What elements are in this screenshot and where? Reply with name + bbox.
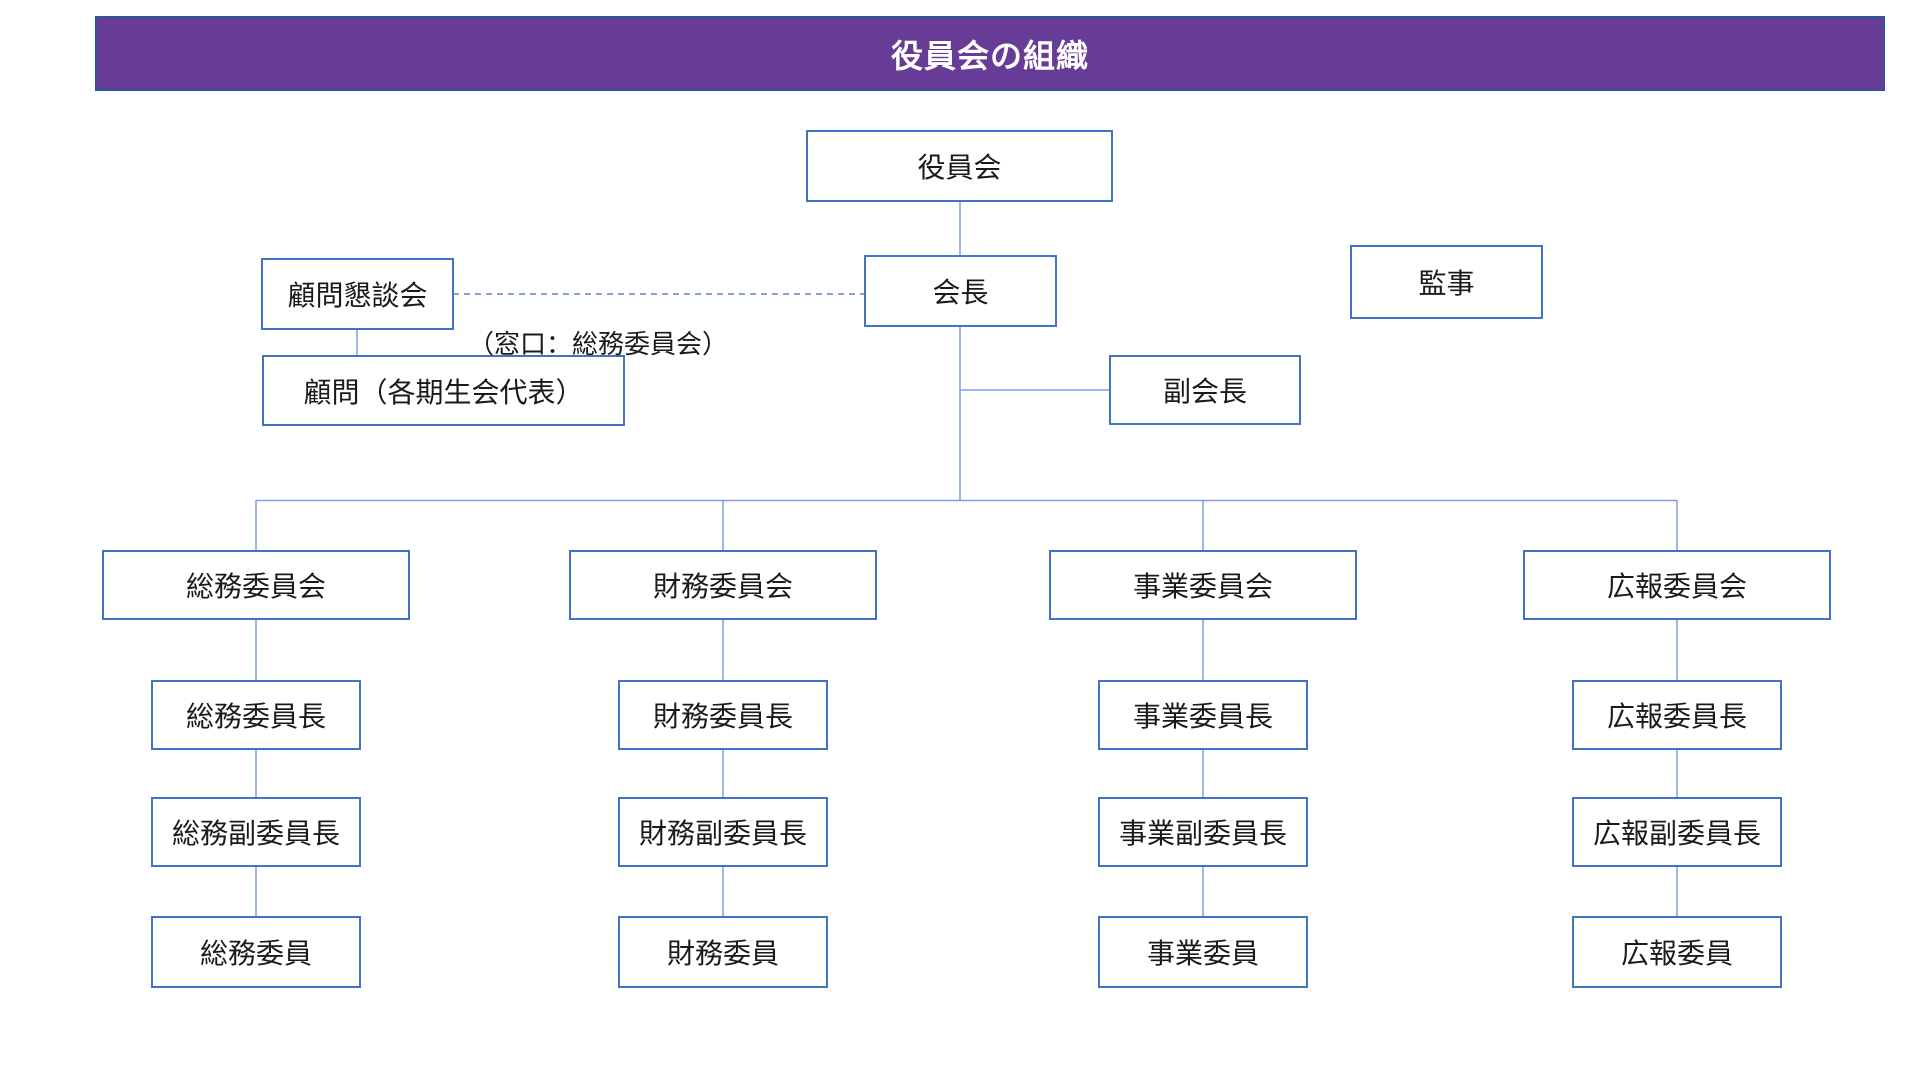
contact-note: （窓口：総務委員会） <box>468 329 729 359</box>
org-box-vice-chair-zaimu: 財務副委員長 <box>618 797 828 867</box>
org-box-member-zaimu: 財務委員 <box>618 916 828 988</box>
org-box-member-koho: 広報委員 <box>1572 916 1782 988</box>
org-box-committee-jigyo: 事業委員会 <box>1049 550 1357 620</box>
page-title: 役員会の組織 <box>890 37 1089 74</box>
title-banner: 役員会の組織 <box>95 16 1885 91</box>
org-box-chairman: 会長 <box>864 255 1057 327</box>
org-box-member-soumu: 総務委員 <box>151 916 361 988</box>
org-box-committee-zaimu: 財務委員会 <box>569 550 877 620</box>
org-box-committee-koho: 広報委員会 <box>1523 550 1831 620</box>
org-box-chair-jigyo: 事業委員長 <box>1098 680 1308 750</box>
org-box-advisors: 顧問（各期生会代表） <box>262 355 625 426</box>
org-box-chair-koho: 広報委員長 <box>1572 680 1782 750</box>
org-box-vice-chairman: 副会長 <box>1109 355 1301 425</box>
org-box-vice-chair-jigyo: 事業副委員長 <box>1098 797 1308 867</box>
org-box-board: 役員会 <box>806 130 1113 202</box>
org-box-chair-zaimu: 財務委員長 <box>618 680 828 750</box>
org-box-member-jigyo: 事業委員 <box>1098 916 1308 988</box>
org-box-chair-soumu: 総務委員長 <box>151 680 361 750</box>
org-box-vice-chair-koho: 広報副委員長 <box>1572 797 1782 867</box>
org-box-vice-chair-soumu: 総務副委員長 <box>151 797 361 867</box>
org-box-committee-soumu: 総務委員会 <box>102 550 410 620</box>
org-box-auditor: 監事 <box>1350 245 1543 319</box>
org-box-advisor-council: 顧問懇談会 <box>261 258 454 330</box>
